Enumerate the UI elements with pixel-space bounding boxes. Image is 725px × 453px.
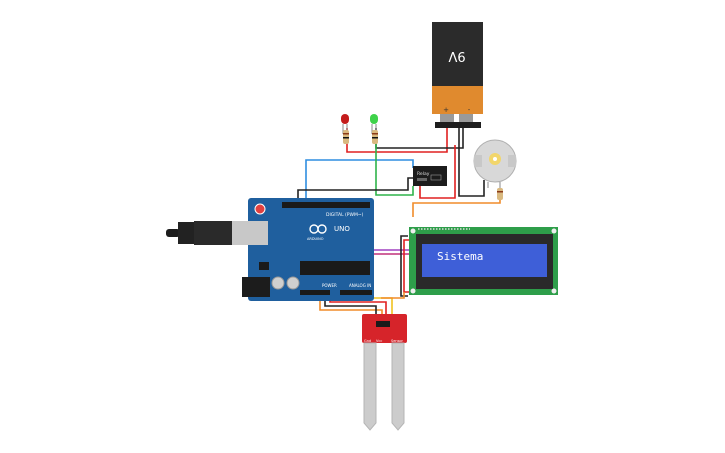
wire-relay-red[interactable] bbox=[419, 145, 456, 199]
battery-label: 9V bbox=[448, 48, 465, 63]
wire-lcd-orange[interactable] bbox=[381, 292, 405, 299]
resistor-green-led[interactable] bbox=[372, 130, 378, 144]
relay-label: Relay bbox=[417, 171, 430, 177]
reset-button[interactable] bbox=[254, 203, 266, 215]
microcontroller-chip bbox=[300, 261, 370, 275]
lcd-screen bbox=[422, 244, 547, 277]
battery-terminal-minus bbox=[459, 114, 473, 122]
arduino-model: UNO bbox=[334, 225, 350, 233]
wire-lcd-red[interactable] bbox=[403, 239, 409, 293]
dc-motor[interactable] bbox=[473, 139, 517, 188]
battery-body-top bbox=[432, 22, 483, 86]
arduino-board bbox=[248, 198, 374, 301]
digital-header[interactable] bbox=[282, 202, 370, 208]
power-header[interactable] bbox=[300, 290, 330, 295]
battery-clip bbox=[435, 122, 481, 128]
digital-label: DIGITAL (PWM~) bbox=[326, 212, 364, 218]
power-label: POWER bbox=[322, 283, 337, 288]
analog-label: ANALOG IN bbox=[349, 283, 371, 288]
arduino-brand: ARDUINO bbox=[307, 237, 324, 241]
lcd-display[interactable]: Sistema bbox=[409, 227, 558, 295]
resistor-red-led[interactable] bbox=[343, 130, 349, 144]
battery-9v[interactable]: 9V + - bbox=[432, 22, 483, 128]
power-jack bbox=[242, 277, 270, 297]
wire-motor-orange[interactable] bbox=[412, 190, 501, 217]
battery-terminal-plus bbox=[440, 114, 454, 122]
battery-minus: - bbox=[468, 106, 471, 114]
lcd-text: Sistema bbox=[437, 250, 483, 263]
sensor-pin-gnd: Gnd bbox=[364, 339, 371, 343]
sensor-probe-left bbox=[363, 342, 377, 431]
wire-relay-green[interactable] bbox=[375, 140, 414, 196]
analog-header[interactable] bbox=[340, 290, 372, 295]
sensor-pcb bbox=[362, 314, 407, 343]
battery-body-bottom bbox=[432, 86, 483, 114]
wire-battery-black[interactable] bbox=[375, 128, 464, 149]
soil-moisture-sensor[interactable]: Gnd Vcc Sensor bbox=[362, 314, 407, 431]
wire-relay-blue[interactable] bbox=[305, 159, 414, 205]
usb-port bbox=[232, 221, 268, 245]
sensor-probe-right bbox=[391, 342, 405, 431]
resistor-motor[interactable] bbox=[497, 188, 503, 200]
usb-cable-tip bbox=[166, 229, 180, 237]
sensor-pin-vcc: Vcc bbox=[376, 339, 382, 343]
battery-plus: + bbox=[443, 106, 449, 114]
sensor-pin-signal: Sensor bbox=[391, 339, 404, 343]
usb-cable-plug bbox=[178, 222, 194, 244]
relay[interactable]: Relay bbox=[413, 166, 447, 186]
wire-battery-motor[interactable] bbox=[458, 128, 485, 197]
arduino-uno[interactable]: DIGITAL (PWM~) UNO ARDUINO POWER ANALOG … bbox=[166, 198, 374, 301]
wire-relay-black[interactable] bbox=[297, 177, 413, 205]
